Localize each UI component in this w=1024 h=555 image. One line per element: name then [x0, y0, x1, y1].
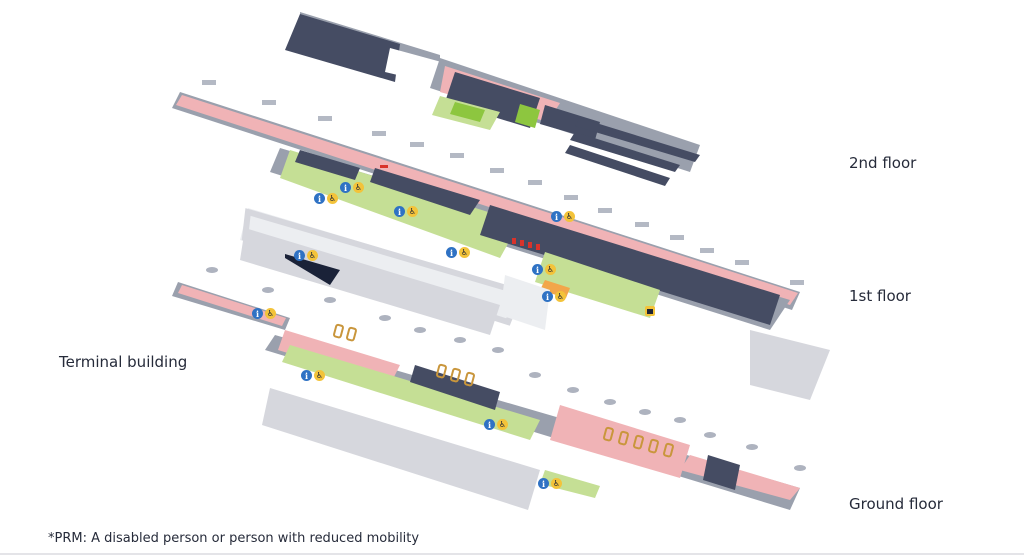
info-icon: i [542, 291, 553, 302]
wheelchair-icon: ♿ [555, 291, 566, 302]
floor-1st[interactable] [172, 80, 804, 330]
poi-marker[interactable]: i ♿ [314, 193, 338, 204]
info-icon: i [340, 182, 351, 193]
wheelchair-icon: ♿ [353, 182, 364, 193]
label-ground-floor: Ground floor [849, 495, 943, 513]
apron-1st [240, 208, 830, 400]
wheelchair-icon: ♿ [551, 478, 562, 489]
poi-marker[interactable]: i ♿ [394, 206, 418, 217]
info-icon: i [532, 264, 543, 275]
wheelchair-icon: ♿ [459, 247, 470, 258]
wheelchair-icon: ♿ [497, 419, 508, 430]
info-icon: i [301, 370, 312, 381]
info-icon: i [446, 247, 457, 258]
info-icon: i [314, 193, 325, 204]
poi-marker[interactable]: i ♿ [551, 211, 575, 222]
info-icon: i [394, 206, 405, 217]
wheelchair-icon: ♿ [545, 264, 556, 275]
info-icon: i [294, 250, 305, 261]
info-icon: i [252, 308, 263, 319]
poi-marker[interactable]: i ♿ [294, 250, 318, 261]
info-icon: i [484, 419, 495, 430]
label-1st-floor: 1st floor [849, 287, 911, 305]
aircraft-stands [206, 267, 806, 471]
apron-ground [262, 275, 550, 510]
wheelchair-icon: ♿ [265, 308, 276, 319]
poi-marker[interactable]: i ♿ [542, 291, 566, 302]
floor-2nd[interactable] [285, 12, 700, 186]
wheelchair-icon: ♿ [407, 206, 418, 217]
poi-marker[interactable]: i ♿ [532, 264, 556, 275]
wheelchair-icon: ♿ [327, 193, 338, 204]
label-terminal-building: Terminal building [59, 353, 188, 371]
info-icon: i [551, 211, 562, 222]
label-2nd-floor: 2nd floor [849, 154, 917, 172]
poi-marker[interactable]: i ♿ [446, 247, 470, 258]
divider [0, 553, 1024, 555]
poi-marker[interactable]: i ♿ [301, 370, 325, 381]
poi-marker[interactable]: i ♿ [340, 182, 364, 193]
wheelchair-icon: ♿ [564, 211, 575, 222]
poi-marker[interactable]: i ♿ [252, 308, 276, 319]
info-icon: i [538, 478, 549, 489]
baggage-carousels [332, 323, 674, 458]
wheelchair-icon: ♿ [307, 250, 318, 261]
prm-footnote: *PRM: A disabled person or person with r… [48, 531, 420, 546]
wheelchair-icon: ♿ [314, 370, 325, 381]
poi-marker[interactable]: i ♿ [484, 419, 508, 430]
poi-marker[interactable]: i ♿ [538, 478, 562, 489]
